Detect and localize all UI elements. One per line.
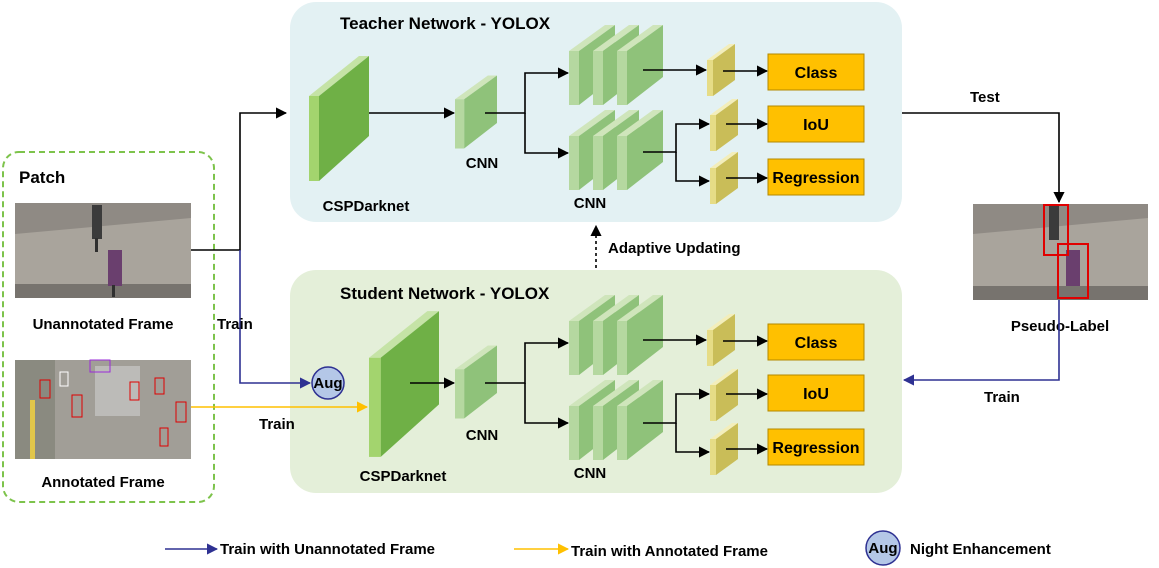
- teacher-title: Teacher Network - YOLOX: [340, 14, 551, 33]
- student-cspdarknet-label: CSPDarknet: [360, 468, 447, 485]
- patch-panel: [2, 151, 215, 503]
- train-right-label: Train: [984, 389, 1020, 406]
- patch-title: Patch: [19, 168, 65, 187]
- test-label: Test: [970, 89, 1000, 106]
- student-iou-head: [767, 374, 865, 412]
- student-cnn-label: CNN: [466, 427, 499, 444]
- adaptive-updating-label: Adaptive Updating: [608, 240, 741, 257]
- annotated-frame-image: [15, 359, 191, 459]
- teacher-regression-label: Regression: [772, 170, 859, 187]
- train-left-label: Train: [217, 316, 253, 333]
- legend-night-label: Night Enhancement: [910, 541, 1051, 558]
- student-class-head: [767, 323, 865, 361]
- student-regression-label: Regression: [772, 440, 859, 457]
- teacher-class-label: Class: [795, 65, 838, 82]
- legend: Train with Unannotated Frame Train with …: [165, 530, 1051, 566]
- teacher-branch-cnn-label: CNN: [574, 195, 607, 212]
- student-regression-head: [767, 428, 865, 466]
- pseudo-label-image: [973, 204, 1148, 300]
- pseudo-label-text: Pseudo-Label: [1011, 318, 1109, 335]
- legend-unannotated-label: Train with Unannotated Frame: [220, 541, 435, 558]
- teacher-iou-head: [767, 105, 865, 143]
- unannotated-frame-label: Unannotated Frame: [33, 316, 174, 333]
- student-aug-label: Aug: [313, 375, 342, 392]
- unannotated-frame-image: [15, 203, 191, 298]
- student-panel: [290, 270, 902, 493]
- train-yellow-label: Train: [259, 416, 295, 433]
- legend-aug-circle: [865, 530, 901, 566]
- student-title: Student Network - YOLOX: [340, 284, 550, 303]
- teacher-class-head: [767, 53, 865, 91]
- annotated-frame-label: Annotated Frame: [41, 474, 164, 491]
- teacher-cspdarknet-label: CSPDarknet: [323, 198, 410, 215]
- teacher-arrows: [369, 64, 769, 187]
- student-aug-circle: [311, 366, 345, 400]
- student-branch-cnn-label: CNN: [574, 465, 607, 482]
- connection-arrows: [191, 107, 1065, 413]
- student-iou-label: IoU: [803, 386, 829, 403]
- legend-aug-label: Aug: [868, 540, 897, 557]
- teacher-cnn-label: CNN: [466, 155, 499, 172]
- teacher-panel: [290, 2, 902, 222]
- student-class-label: Class: [795, 335, 838, 352]
- student-arrows: [410, 334, 769, 458]
- legend-annotated-label: Train with Annotated Frame: [571, 543, 768, 560]
- teacher-iou-label: IoU: [803, 117, 829, 134]
